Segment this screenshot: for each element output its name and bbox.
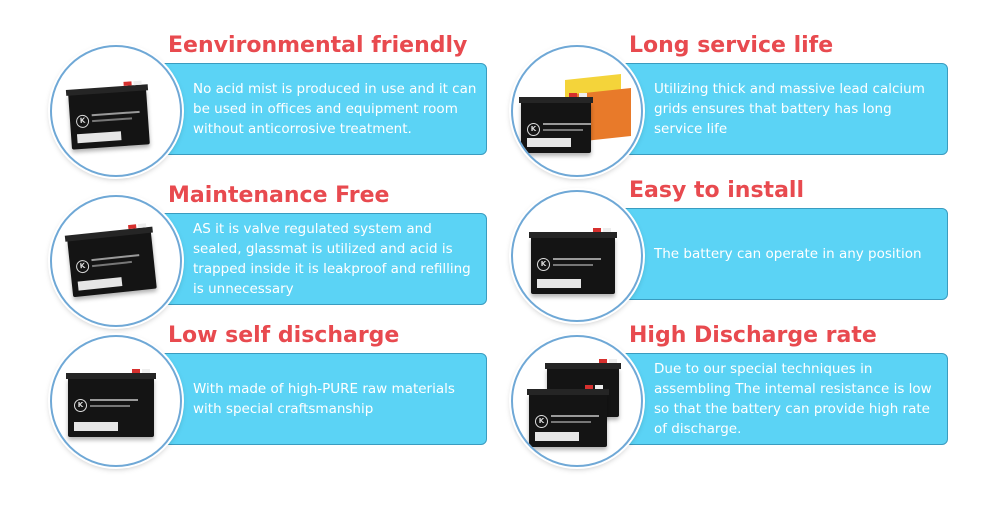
- feature-description-box: No acid mist is produced in use and it c…: [130, 63, 487, 155]
- battery-image: K: [50, 335, 182, 467]
- feature-easy-to-install: The battery can operate in any position …: [511, 178, 951, 322]
- battery-image: K: [511, 190, 643, 322]
- feature-long-service-life: Utilizing thick and massive lead calcium…: [511, 33, 951, 177]
- feature-description-box: Utilizing thick and massive lead calcium…: [591, 63, 948, 155]
- feature-description-box: Due to our special techniques in assembl…: [591, 353, 948, 445]
- feature-description-box: AS it is valve regulated system and seal…: [130, 213, 487, 305]
- feature-title: Easy to install: [629, 178, 805, 203]
- feature-title: Long service life: [629, 33, 834, 58]
- feature-maintenance-free: AS it is valve regulated system and seal…: [50, 183, 490, 327]
- feature-description-box: The battery can operate in any position: [591, 208, 948, 300]
- feature-high-discharge-rate: Due to our special techniques in assembl…: [511, 323, 951, 467]
- feature-low-self-discharge: With made of high-PURE raw materials wit…: [50, 323, 490, 467]
- battery-image: K: [50, 45, 182, 177]
- feature-environmental-friendly: No acid mist is produced in use and it c…: [50, 33, 490, 177]
- feature-title: High Discharge rate: [629, 323, 877, 348]
- feature-title: Eenvironmental friendly: [168, 33, 468, 58]
- feature-description: Utilizing thick and massive lead calcium…: [654, 81, 925, 137]
- battery-image: K: [50, 195, 182, 327]
- feature-description: The battery can operate in any position: [654, 246, 922, 262]
- feature-title: Maintenance Free: [168, 183, 390, 208]
- feature-description: With made of high-PURE raw materials wit…: [193, 381, 455, 417]
- feature-description: AS it is valve regulated system and seal…: [193, 221, 471, 297]
- feature-description-box: With made of high-PURE raw materials wit…: [130, 353, 487, 445]
- battery-image: K: [511, 45, 643, 177]
- feature-description: Due to our special techniques in assembl…: [654, 361, 932, 437]
- feature-title: Low self discharge: [168, 323, 400, 348]
- feature-description: No acid mist is produced in use and it c…: [193, 81, 477, 137]
- battery-image: K: [511, 335, 643, 467]
